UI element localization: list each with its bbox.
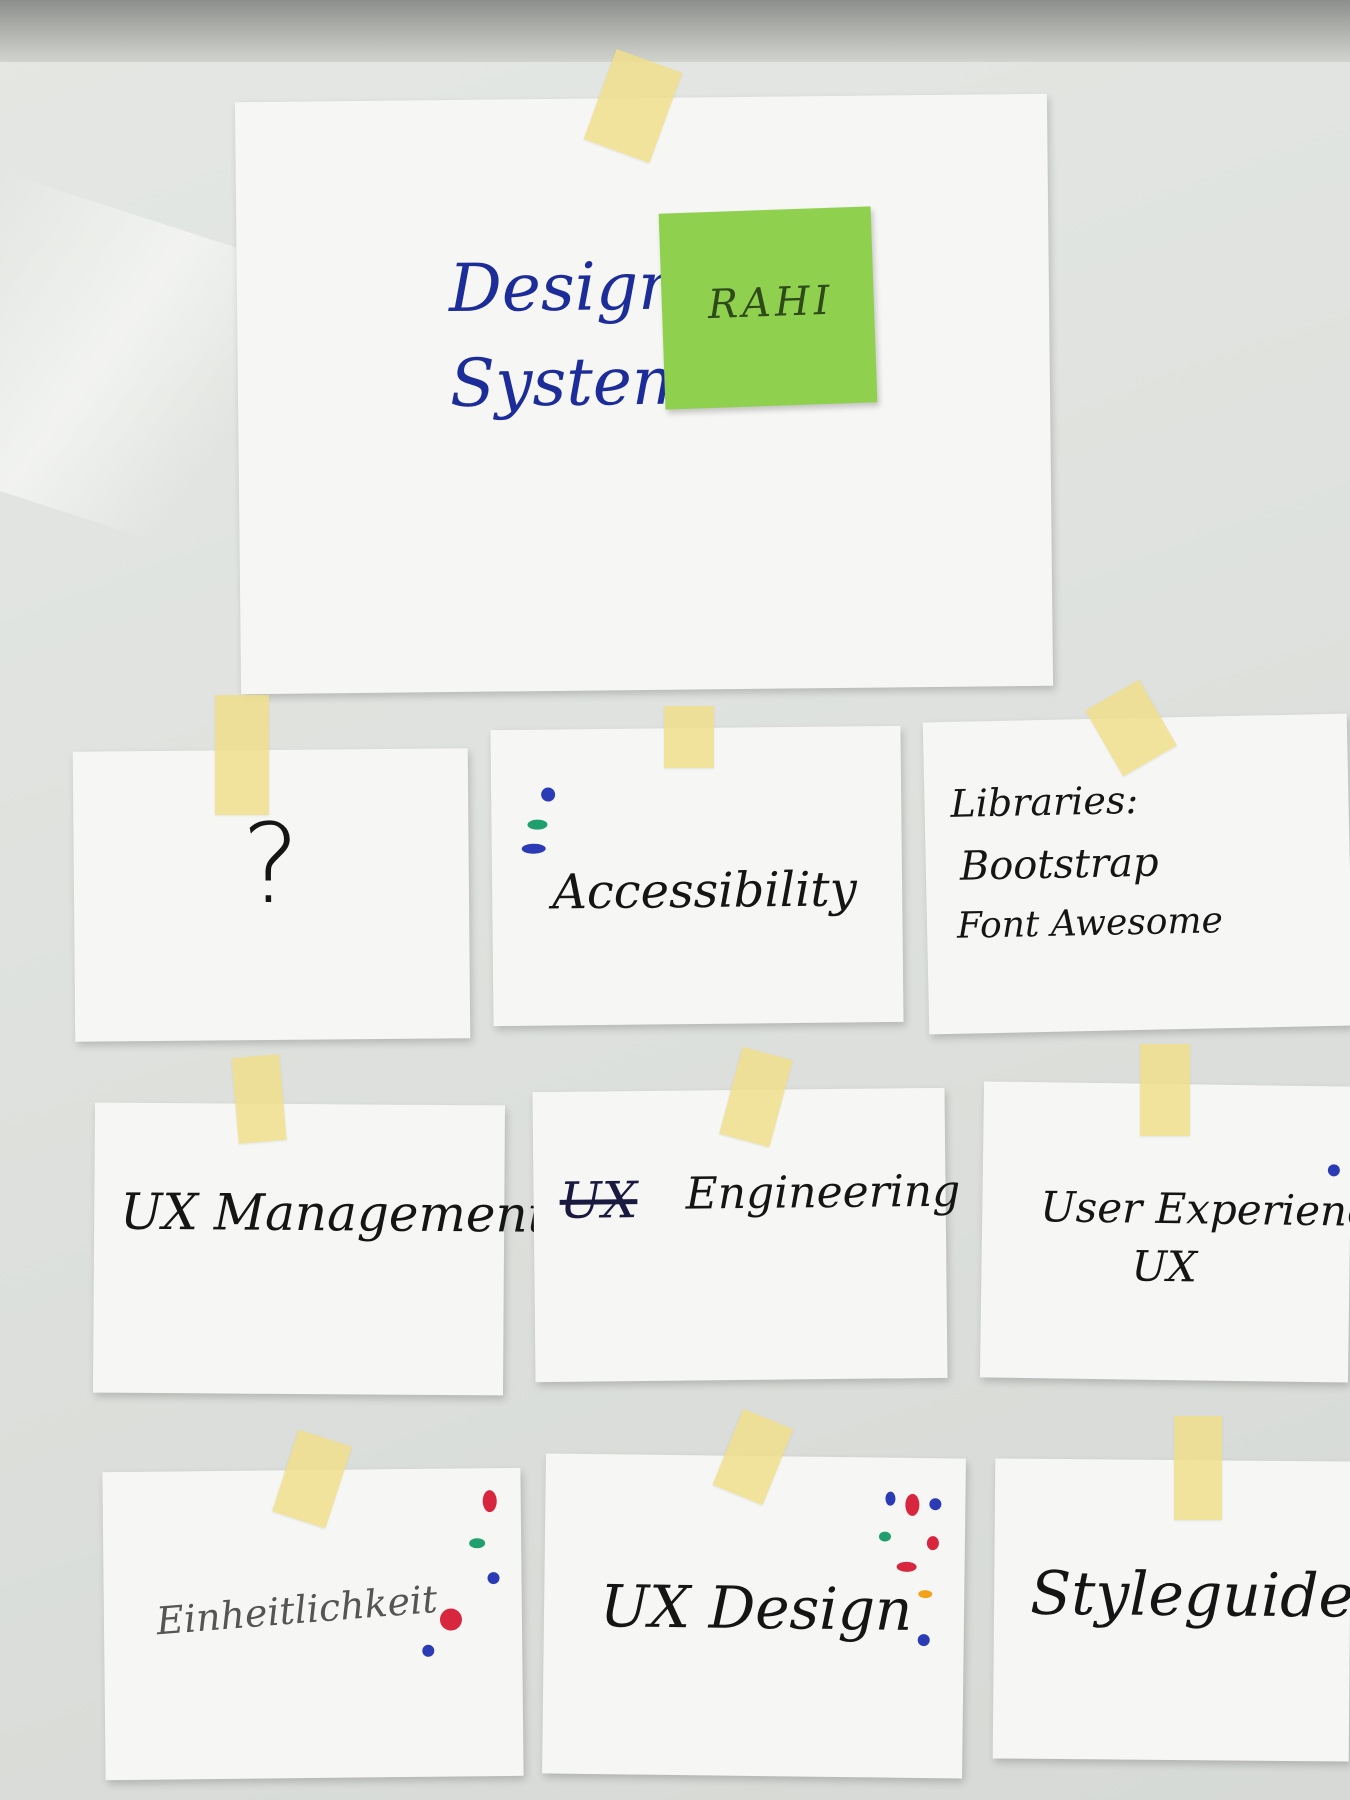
card-question-text: ? xyxy=(241,799,301,929)
card-question: ? xyxy=(72,748,471,1042)
vote-dot xyxy=(878,1531,892,1542)
vote-dot xyxy=(896,1561,917,1572)
card-einheitlichkeit-text: Einheitlichkeit xyxy=(154,1576,439,1644)
vote-dot xyxy=(917,1634,930,1647)
vote-dot xyxy=(918,1590,933,1599)
card-ux-engineering-struck: UX xyxy=(559,1171,638,1230)
card-libraries-line3: Font Awesome xyxy=(956,900,1224,947)
tape-card-question xyxy=(215,695,269,815)
card-user-experience-line1: User Experience xyxy=(1039,1182,1350,1237)
design-system-sheet: Design System xyxy=(234,93,1054,695)
card-ux-engineering-text: Engineering xyxy=(685,1165,961,1220)
card-ux-management-text: UX Management? xyxy=(120,1182,575,1244)
card-styleguide: Styleguide xyxy=(992,1458,1350,1762)
vote-dot xyxy=(482,1490,497,1513)
tape-card-accessibility xyxy=(664,706,714,768)
card-libraries-line2: Bootstrap xyxy=(959,839,1160,890)
vote-dot xyxy=(521,843,546,854)
vote-dot xyxy=(905,1493,920,1517)
card-ux-management: UX Management? xyxy=(92,1102,575,1396)
card-styleguide-text: Styleguide xyxy=(1029,1558,1350,1632)
vote-dot xyxy=(929,1498,942,1511)
vote-dot xyxy=(439,1608,463,1631)
tape-card-ux-management xyxy=(231,1054,287,1144)
vote-dot xyxy=(487,1572,500,1585)
tape-card-user-experience xyxy=(1140,1044,1190,1136)
sticky-note: RAHI xyxy=(658,206,878,410)
vote-dot xyxy=(885,1491,896,1506)
card-ux-design: UX Design xyxy=(542,1453,966,1779)
vote-dot xyxy=(469,1538,486,1549)
card-ux-design-text: UX Design xyxy=(599,1572,913,1644)
design-system-title-line1: Design xyxy=(448,247,681,328)
vote-dot xyxy=(541,787,556,802)
vote-dot xyxy=(926,1536,939,1551)
light-glare xyxy=(0,171,240,569)
sticky-note-text: RAHI xyxy=(707,277,835,329)
card-user-experience-line2: UX xyxy=(1131,1241,1198,1292)
tape-card-styleguide xyxy=(1174,1416,1222,1520)
card-accessibility: Accessibility xyxy=(490,725,904,1027)
card-accessibility-text: Accessibility xyxy=(551,861,858,921)
whiteboard-frame xyxy=(0,0,1350,62)
card-libraries-line1: Libraries: xyxy=(950,777,1139,826)
vote-dot xyxy=(422,1644,435,1657)
vote-dot xyxy=(1327,1164,1340,1177)
vote-dot xyxy=(527,819,548,830)
design-system-title-line2: System xyxy=(449,342,695,423)
